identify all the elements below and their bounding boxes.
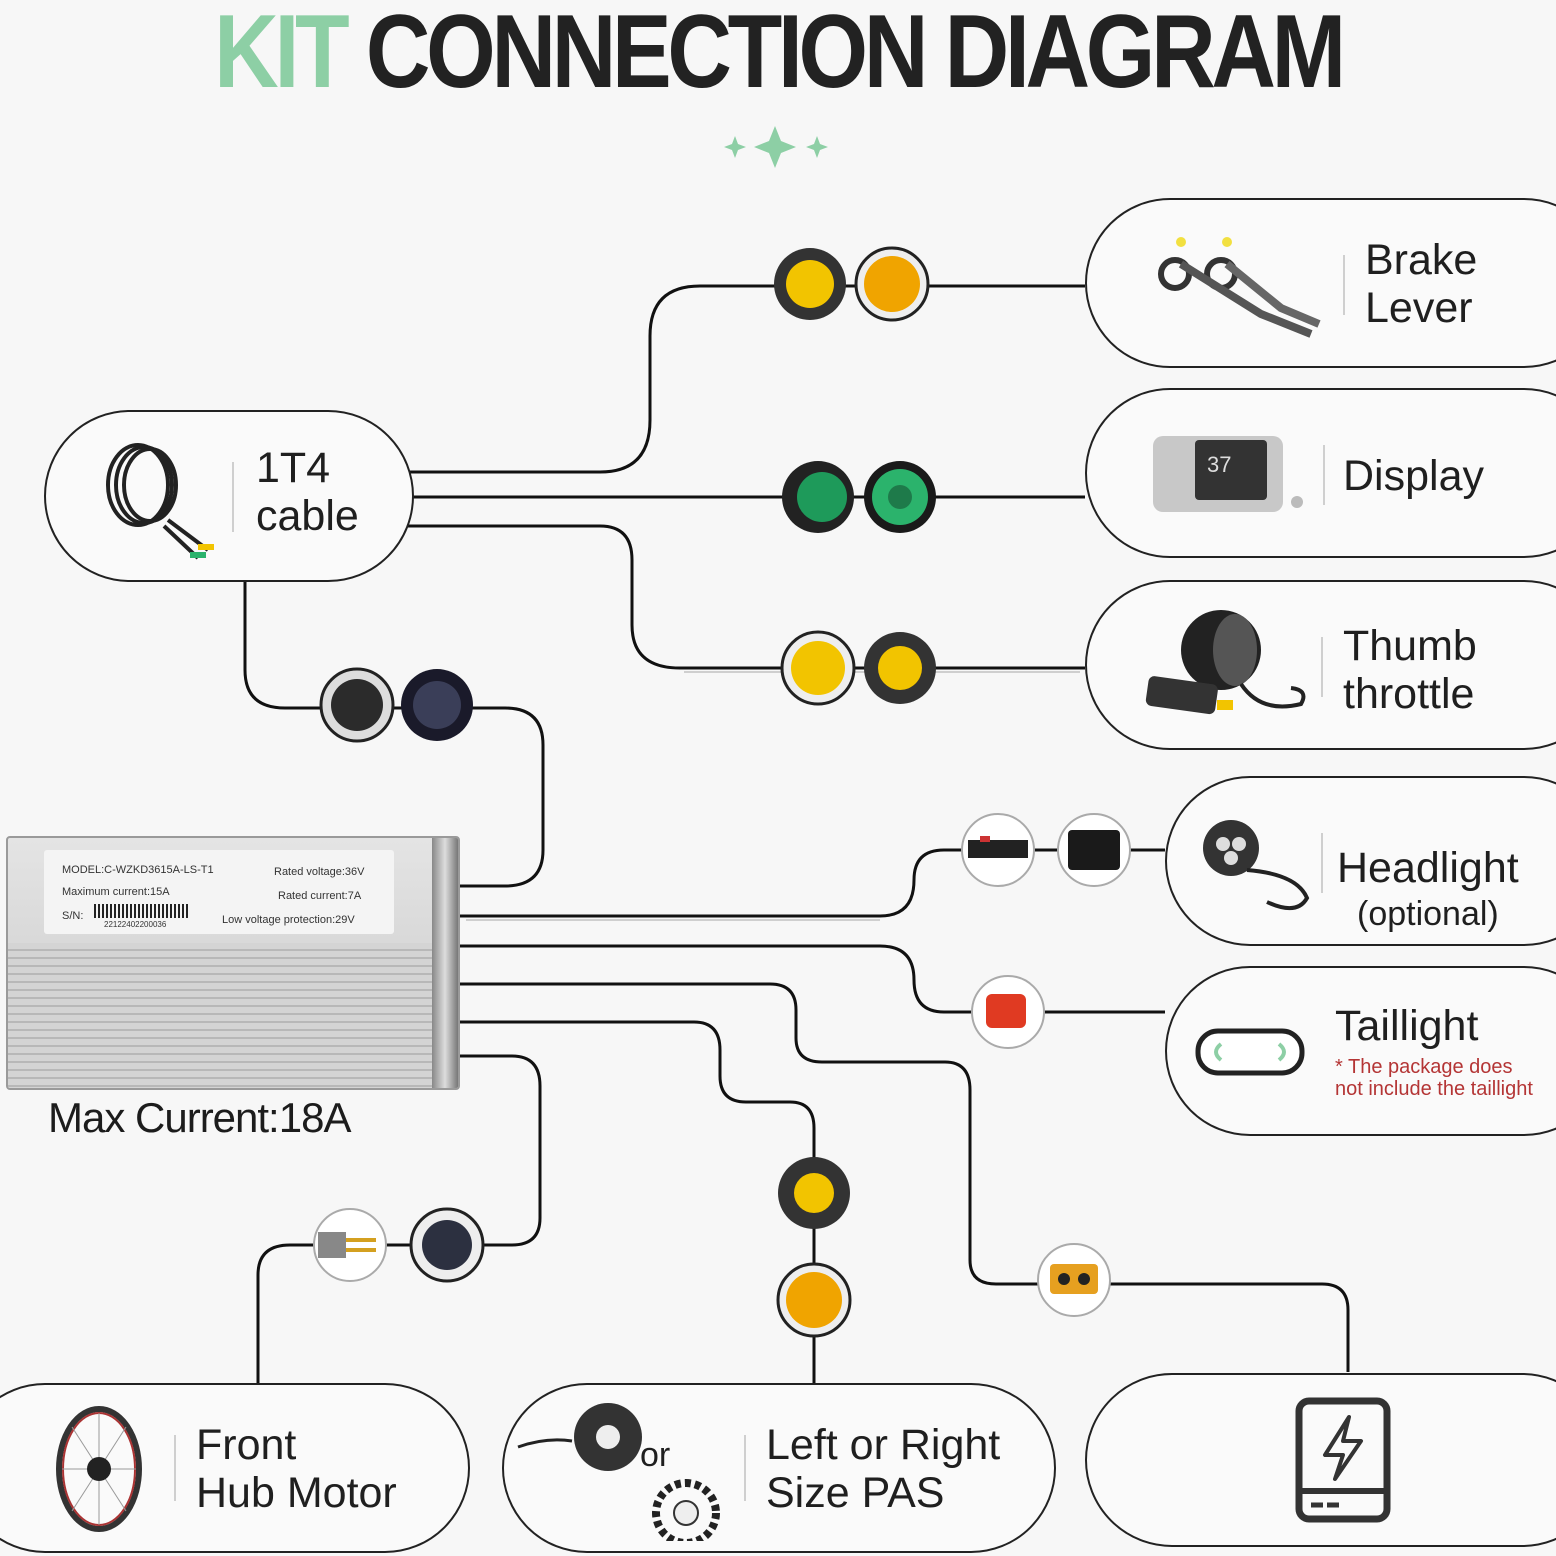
connector-headlight-b: [1057, 813, 1131, 887]
wires: [243, 284, 1350, 1383]
display-icon: 37: [1153, 436, 1303, 512]
battery-icon: [1295, 1397, 1391, 1523]
connector-motor-b: [409, 1207, 485, 1283]
connector-main-a: [319, 667, 395, 743]
separator: [1321, 637, 1323, 697]
wire-motor: [256, 1054, 542, 1383]
wire-pas: [460, 1020, 816, 1383]
connector-brake-a: [774, 248, 846, 320]
barcode: [94, 904, 190, 918]
connector-pas-b: [776, 1262, 852, 1338]
connector-display-a: [782, 461, 854, 533]
title-main: CONNECTION DIAGRAM: [365, 0, 1346, 110]
connector-pas-a: [778, 1157, 850, 1229]
connector-throttle-a: [780, 630, 856, 706]
connector-brake-b: [854, 246, 930, 322]
connector-battery: [1037, 1243, 1111, 1317]
title-kit: KIT: [214, 0, 349, 110]
connector-motor-a: [313, 1208, 387, 1282]
wire-taillight: [460, 944, 1165, 1014]
controller-endcap: [432, 838, 458, 1088]
thumb-throttle-icon: [1145, 610, 1306, 715]
separator: [1343, 255, 1345, 315]
taillight-icon: [1195, 1028, 1305, 1076]
controller-max-current: Maximum current:15A: [62, 886, 170, 898]
wire-throttle: [408, 524, 1085, 670]
controller-fins: [8, 943, 458, 1088]
display-screen-value: 37: [1207, 452, 1231, 477]
headlight-optional: (optional): [1357, 895, 1499, 933]
wire-brake: [410, 284, 1085, 474]
display-label: Display: [1343, 452, 1484, 500]
pas-sensor-icon: [517, 1403, 720, 1541]
controller-caption: Max Current:18A: [48, 1094, 351, 1141]
headlight-pill: Headlight (optional): [1165, 776, 1556, 946]
connector-headlight-a: [961, 813, 1035, 887]
controller-model: MODEL:C-WZKD3615A-LS-T1: [62, 864, 214, 876]
wire-headlight: [460, 848, 1165, 918]
connector-taillight: [971, 975, 1045, 1049]
diagram-title: KIT CONNECTION DIAGRAM: [109, 0, 1447, 104]
battery-pill: [1085, 1373, 1556, 1547]
sparkle-icon: [724, 126, 828, 168]
separator: [174, 1435, 176, 1501]
controller-low-voltage: Low voltage protection:29V: [222, 914, 355, 926]
wire-cable-controller: [243, 580, 545, 888]
pas-or: or: [640, 1436, 671, 1474]
taillight-label: Taillight: [1335, 1002, 1479, 1050]
wire-battery: [460, 982, 1350, 1372]
headlight-icon: [1203, 820, 1310, 910]
connector-display-b: [864, 461, 936, 533]
connector-throttle-b: [864, 632, 936, 704]
controller-sn-label: S/N:: [62, 910, 84, 922]
controller-spec-label: MODEL:C-WZKD3615A-LS-T1 Rated voltage:36…: [44, 850, 394, 934]
coil-cable-icon: [106, 443, 214, 560]
controller-box: MODEL:C-WZKD3615A-LS-T1 Rated voltage:36…: [6, 836, 460, 1090]
separator: [1321, 833, 1323, 893]
separator: [744, 1435, 746, 1501]
display-pill: 37 Display: [1085, 388, 1556, 558]
wheel-icon: [56, 1406, 142, 1532]
separator: [1323, 445, 1325, 505]
separator: [232, 462, 234, 532]
connector-main-b: [401, 669, 473, 741]
controller-rated-current: Rated current:7A: [278, 890, 362, 902]
controller-sn-number: 22122402200036: [104, 920, 167, 929]
brake-lever-icon: [1158, 237, 1321, 338]
headlight-label: Headlight: [1337, 844, 1519, 892]
controller-rated-voltage: Rated voltage:36V: [274, 866, 365, 878]
